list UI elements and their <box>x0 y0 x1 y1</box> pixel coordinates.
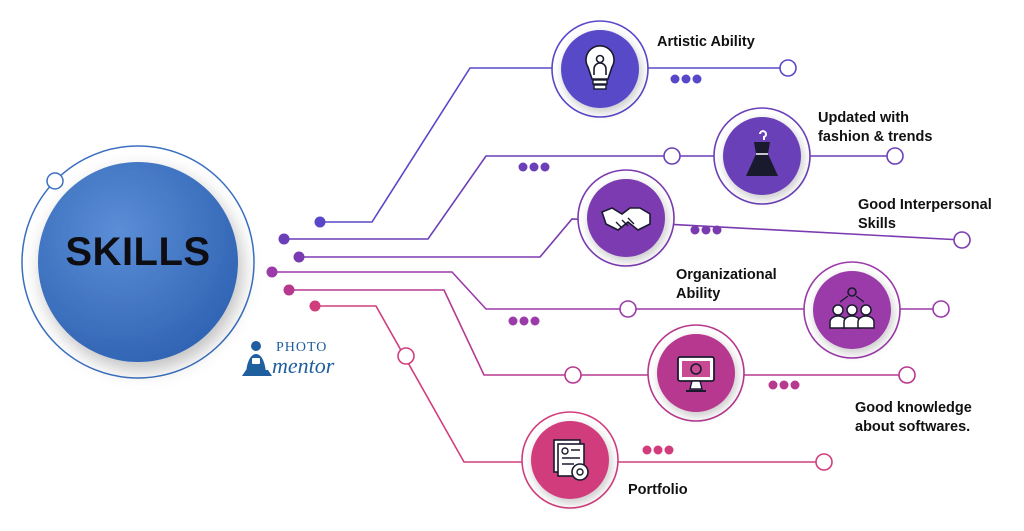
connector-start-dot-3 <box>293 251 305 263</box>
skill-node-6 <box>521 411 619 509</box>
connector-mid-circle-4-1 <box>619 300 637 318</box>
ellipsis-dot-6-3 <box>664 445 674 455</box>
connector-mid-circle-2-1 <box>663 147 681 165</box>
connector-start-dot-5 <box>283 284 295 296</box>
connector-end-circle-4 <box>932 300 950 318</box>
handshake-icon <box>601 207 651 231</box>
skill-label-line: Organizational <box>676 267 777 283</box>
ellipsis-dot-6-1 <box>642 445 652 455</box>
ellipsis-dot-4-3 <box>530 316 540 326</box>
ellipsis-dot-2-1 <box>518 162 528 172</box>
skill-node-5 <box>647 324 745 422</box>
monitor-icon <box>677 356 715 392</box>
ellipsis-dot-1-3 <box>692 74 702 84</box>
hub-circle <box>38 162 238 362</box>
connector-start-dot-1 <box>314 216 326 228</box>
skill-node-2 <box>713 107 811 205</box>
connector-end-circle-1 <box>779 59 797 77</box>
ellipsis-dot-1-1 <box>670 74 680 84</box>
skill-label-line: Good knowledge <box>855 400 972 416</box>
ellipsis-dot-4-1 <box>508 316 518 326</box>
dress-icon <box>746 130 778 176</box>
connector-start-dot-2 <box>278 233 290 245</box>
skill-label-5: Good knowledge about softwares. <box>855 399 972 437</box>
skill-node-4 <box>803 261 901 359</box>
skill-nodes <box>521 20 901 509</box>
connector-start-dot-6 <box>309 300 321 312</box>
skill-label-line: Good Interpersonal <box>858 197 992 213</box>
skill-label-line: Updated with <box>818 110 910 126</box>
skill-label-2: Updated with fashion & trends <box>818 109 932 147</box>
ellipsis-dot-6-2 <box>653 445 663 455</box>
ellipsis-dot-3-1 <box>690 225 700 235</box>
connector-mid-circle-6-1 <box>397 347 415 365</box>
ellipsis-dot-5-3 <box>790 380 800 390</box>
connector-line-4 <box>272 271 941 310</box>
logo-line2: mentor <box>272 353 335 378</box>
connector-end-circle-2 <box>886 147 904 165</box>
skill-node-1 <box>551 20 649 118</box>
skill-label-line: Skills <box>858 216 896 232</box>
hub-title: SKILLS <box>65 230 211 274</box>
skill-label-line: Artistic Ability <box>657 34 755 50</box>
connector-end-circle-6 <box>815 453 833 471</box>
connector-line-3 <box>299 218 963 258</box>
team-icon <box>829 287 875 329</box>
ellipsis-dot-3-3 <box>712 225 722 235</box>
photo-mentor-logo: PHOTO mentor <box>240 338 380 382</box>
skill-label-1: Artistic Ability <box>657 33 755 52</box>
connector-line-6 <box>315 305 824 463</box>
lightbulb-person-icon <box>585 45 615 90</box>
skill-node-3 <box>577 169 675 267</box>
ellipsis-dot-4-2 <box>519 316 529 326</box>
connector-end-circle-5 <box>898 366 916 384</box>
skill-label-line: about softwares. <box>855 419 971 435</box>
logo-line1: PHOTO <box>276 340 328 355</box>
connector-line-2 <box>284 155 895 240</box>
connector-end-circle-3 <box>953 231 971 249</box>
skill-label-6: Portfolio <box>628 481 688 500</box>
ellipsis-dot-5-2 <box>779 380 789 390</box>
hub-ring-knob <box>46 172 64 190</box>
skill-label-line: fashion & trends <box>818 129 933 145</box>
ellipsis-dot-2-2 <box>529 162 539 172</box>
portfolio-icon <box>553 439 589 481</box>
connector-mid-circle-5-1 <box>564 366 582 384</box>
skill-label-line: Ability <box>676 286 721 302</box>
skill-label-line: Portfolio <box>628 482 688 498</box>
connector-start-dot-4 <box>266 266 278 278</box>
ellipsis-dot-2-3 <box>540 162 550 172</box>
ellipsis-dot-1-2 <box>681 74 691 84</box>
ellipsis-dot-3-2 <box>701 225 711 235</box>
hub-outer-ring <box>21 145 255 379</box>
ellipsis-dot-5-1 <box>768 380 778 390</box>
photo-mentor-logo-icon <box>242 341 272 376</box>
